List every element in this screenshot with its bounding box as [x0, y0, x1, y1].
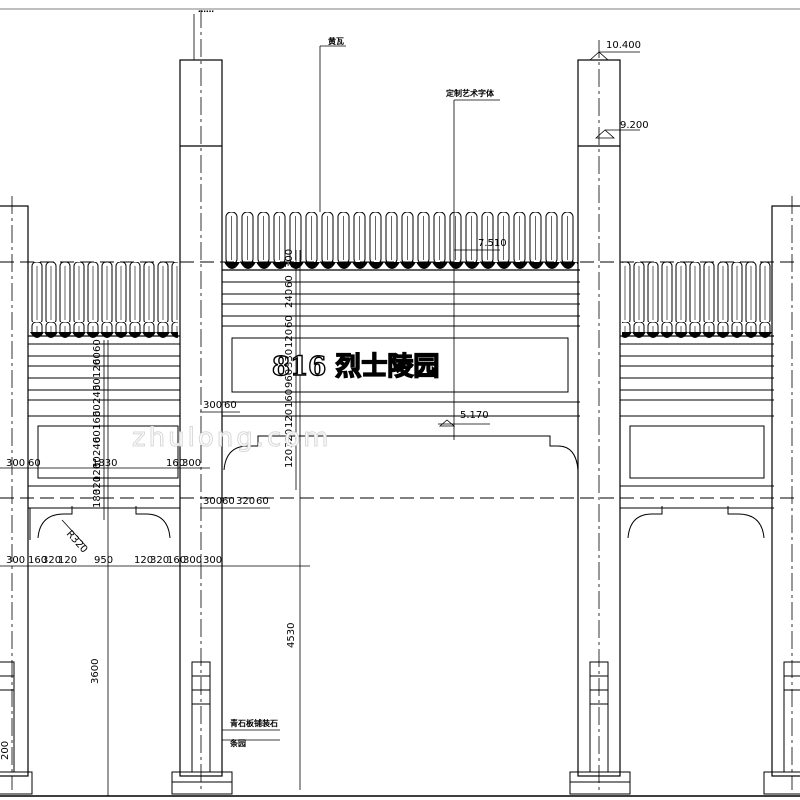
column-bases	[0, 661, 800, 797]
dim-center-stack-8: 120	[284, 409, 295, 428]
level-eave: 7.510	[478, 238, 507, 249]
dim-center-stack-6: 960	[284, 369, 295, 388]
dim-center-stack-5: 330	[284, 349, 295, 368]
dim-center-stack-2: 240	[284, 289, 295, 308]
dimension-lines	[0, 14, 500, 796]
dim-row4-right-e: 300	[203, 555, 222, 566]
level-markers	[438, 51, 640, 427]
dim-row2-left-b: 60	[28, 458, 41, 469]
right-side-bay	[620, 262, 774, 539]
dim-center-stack-0: 300	[284, 249, 295, 268]
dim-row1-a: 300	[203, 400, 222, 411]
callout-art-font: 定制艺术字体	[445, 88, 495, 98]
dim-center-stack-4: 120	[284, 329, 295, 348]
plaque-text: 816 烈士陵园	[272, 352, 439, 382]
dim-left-stack-2: 120	[92, 359, 103, 378]
level-beam: 5.170	[460, 410, 489, 421]
level-second: 9.200	[620, 120, 649, 131]
dim-left-stack-9: 60	[92, 456, 103, 469]
dim-left-stack-6: 160	[92, 411, 103, 430]
dim-row4-left-d: 120	[58, 555, 77, 566]
watermark: zhulong.com	[132, 423, 332, 453]
dim-center-stack-10: 120	[284, 449, 295, 468]
dim-row2-mid: 1830	[92, 458, 117, 469]
callout-tile: 黄瓦	[328, 36, 344, 46]
dim-left-stack-11: 320	[92, 476, 103, 495]
dim-left-stack-7: 60	[92, 430, 103, 443]
dim-left-stack-1: 60	[92, 352, 103, 365]
callout-base: 条园	[229, 738, 246, 748]
dim-diagonal: R320	[64, 529, 90, 556]
callout-top-left: ……	[198, 5, 214, 14]
dim-row4-right-b: 320	[150, 555, 169, 566]
dim-row4-right-d: 300	[183, 555, 202, 566]
dim-left-stack-8: 240	[92, 437, 103, 456]
dim-row3-b: 60	[222, 496, 235, 507]
dim-left-stack-12: 180	[92, 489, 103, 508]
dim-center-stack-9: 320	[284, 429, 295, 448]
dim-center-stack-3: 60	[284, 315, 295, 328]
center-bay	[222, 212, 580, 471]
column-axes	[11, 10, 793, 790]
dim-left-stack-5: 60	[92, 404, 103, 417]
dim-row2-right-b: 300	[182, 458, 201, 469]
dim-row3-c: 320	[236, 496, 255, 507]
dim-row1-b: 60	[224, 400, 237, 411]
dim-left-height: 3600	[90, 659, 101, 684]
dim-left-stack-4: 240	[92, 385, 103, 404]
dim-row2-right-a: 160	[166, 458, 185, 469]
columns	[0, 59, 800, 777]
level-top: 10.400	[606, 40, 641, 51]
dim-row4-right-a: 120	[134, 555, 153, 566]
dim-left-stack-0: 60	[92, 339, 103, 352]
dim-center-height: 4530	[286, 623, 297, 648]
callout-paving: 青石板铺装石	[230, 718, 278, 728]
dim-left-stack-3: 60	[92, 378, 103, 391]
dim-row3-a: 300	[203, 496, 222, 507]
dim-row4-left-c: 320	[42, 555, 61, 566]
dim-row3-d: 60	[256, 496, 269, 507]
dim-row4-left-b: 160	[28, 555, 47, 566]
dim-row4-mid: 950	[94, 555, 113, 566]
dim-row4-right-c: 160	[167, 555, 186, 566]
dim-center-stack-7: 160	[284, 389, 295, 408]
dim-row4-left-a: 300	[6, 555, 25, 566]
dim-row2-left-a: 300	[6, 458, 25, 469]
dim-left-stack-10: 120	[92, 463, 103, 482]
dim-center-stack-1: 60	[284, 275, 295, 288]
dim-left-bottom: 200	[0, 741, 11, 760]
